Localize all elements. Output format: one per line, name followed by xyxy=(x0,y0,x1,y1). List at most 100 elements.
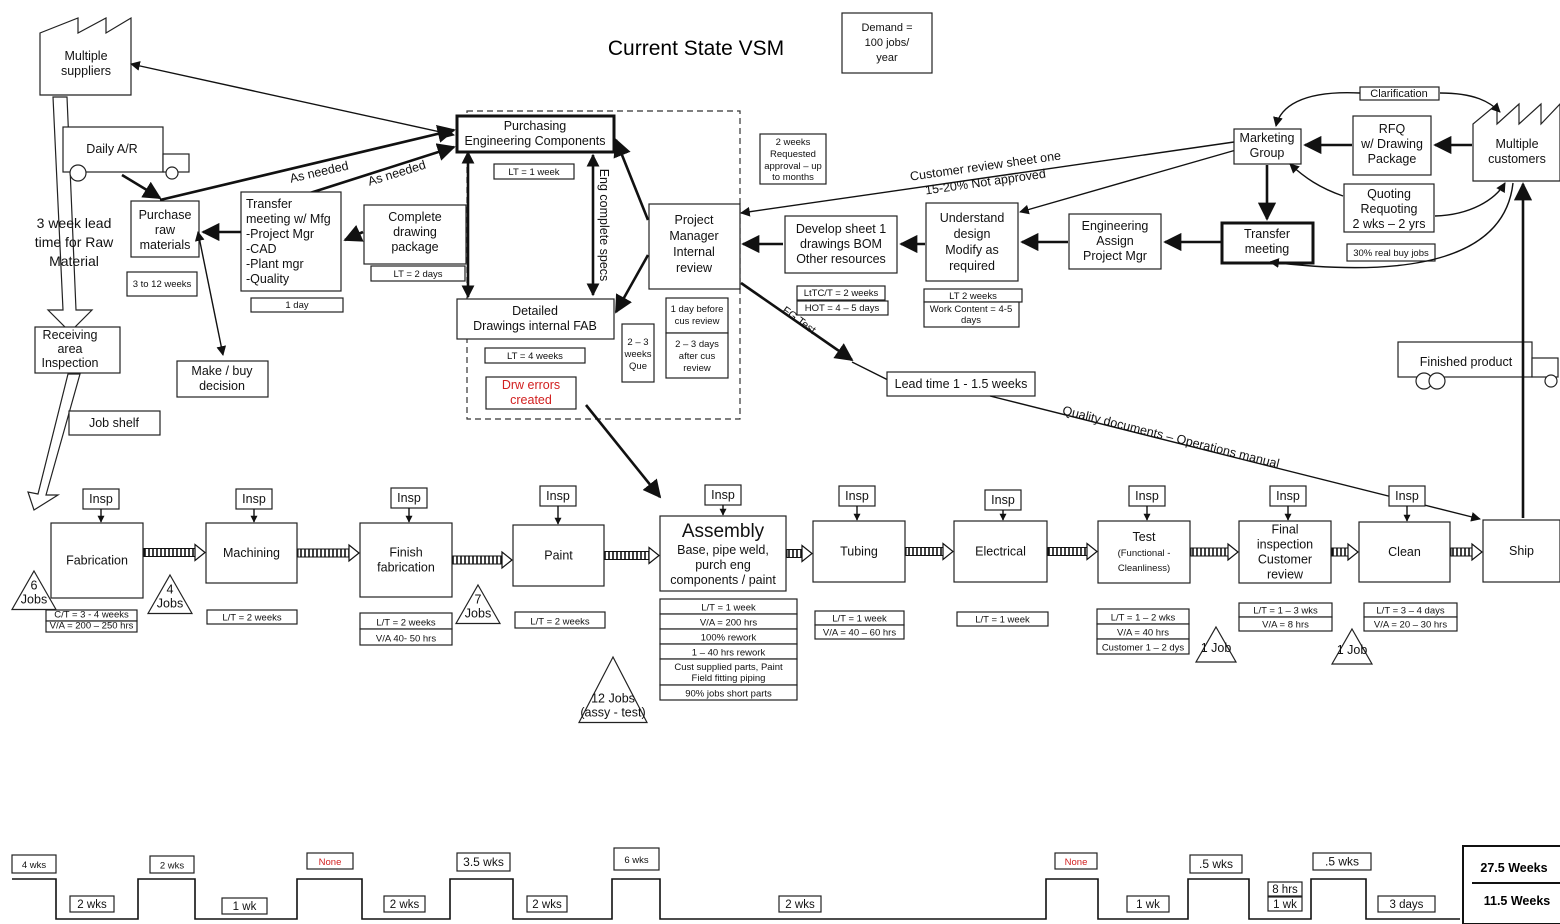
data-box-text: after cus xyxy=(679,351,716,362)
timeline-lower-label: 1 wk xyxy=(221,897,268,915)
customer-label: customers xyxy=(1488,152,1546,166)
timeline-label-box xyxy=(1377,895,1436,913)
timeline-label-text: 2 wks xyxy=(785,899,815,911)
timeline-label-text: 2 wks xyxy=(532,899,562,911)
timeline-upper-label: None xyxy=(1054,852,1098,870)
box-text: Purchasing xyxy=(504,119,567,133)
timeline-upper-label: 3.5 wks xyxy=(456,852,511,872)
push-arrow-body xyxy=(297,548,350,558)
box-text: Clarification xyxy=(1370,88,1427,100)
timeline-label-text: 2 wks xyxy=(77,899,107,911)
box-text: Inspection xyxy=(42,356,99,370)
timeline-label-text: None xyxy=(1065,857,1088,868)
purchasing-box: Purchasing Engineering Components LT = 1… xyxy=(455,114,616,180)
insp-label: Insp xyxy=(845,489,869,503)
data-box-text: 100% rework xyxy=(701,633,757,644)
process-box xyxy=(812,520,906,583)
timeline-label-text: .5 wks xyxy=(1325,855,1359,869)
supplier-label: Multiple xyxy=(64,49,107,63)
demand-line: Demand = xyxy=(861,22,912,34)
box-text: decision xyxy=(199,379,245,393)
data-box-text: V/A 40- 50 hrs xyxy=(376,634,436,645)
box-text: Develop sheet 1 xyxy=(796,222,886,236)
box-text: Requoting xyxy=(1361,202,1418,216)
timeline-label-box xyxy=(1267,881,1303,897)
push-arrow xyxy=(786,544,813,563)
data-box-text: LT = 1 week xyxy=(508,167,559,178)
process-name: Clean xyxy=(1388,545,1421,559)
data-box-text: 3 to 12 weeks xyxy=(133,279,192,290)
que-box: 2 – 3 weeks Que xyxy=(621,323,655,383)
eng-assign-box: Engineering Assign Project Mgr xyxy=(1068,213,1162,270)
push-arrow xyxy=(297,543,360,563)
data-box xyxy=(659,684,798,701)
timeline-upper-label: 4 wks xyxy=(11,854,57,874)
triangle-shape xyxy=(1194,625,1238,663)
timeline-lower-label: 1 wk xyxy=(1126,895,1170,913)
data-box-text: HOT = 4 – 5 days xyxy=(805,303,880,314)
push-arrow-head xyxy=(348,543,360,563)
timeline-label-box xyxy=(1126,895,1170,913)
push-arrow xyxy=(905,542,954,561)
pm-to-purchasing-arrow xyxy=(613,138,650,221)
data-box-text: to months xyxy=(772,172,814,183)
push-arrow-head xyxy=(942,542,954,561)
clarification-arrow-left xyxy=(1273,91,1361,127)
box-text: raw xyxy=(155,223,176,237)
data-box-text: L/T = 2 weeks xyxy=(222,613,281,624)
data-box-text: days xyxy=(961,315,981,326)
timeline-label-box xyxy=(778,895,822,913)
marketing-to-understand-arrow xyxy=(1019,149,1237,215)
process-box xyxy=(50,522,144,599)
process-box xyxy=(1358,521,1451,583)
box-text: area xyxy=(57,342,82,356)
timeline-label-text: 2 wks xyxy=(390,899,420,911)
inventory-label: 6 xyxy=(31,579,38,593)
push-arrow xyxy=(1331,542,1359,562)
make-buy-box: Make / buy decision xyxy=(176,360,269,398)
process-name: Base, pipe weld, xyxy=(677,543,769,557)
box-text: 2 wks – 2 yrs xyxy=(1353,217,1426,231)
box-text: Transfer xyxy=(246,197,292,211)
error-text: Drw errors xyxy=(502,378,560,392)
data-box xyxy=(514,611,606,629)
supplier-label: suppliers xyxy=(61,64,111,78)
process-name: Cleanliness) xyxy=(1118,563,1170,574)
process-box xyxy=(953,520,1048,583)
push-arrow xyxy=(1190,542,1239,562)
customer-label: Multiple xyxy=(1495,137,1538,151)
timeline-label-text: 4 wks xyxy=(22,860,47,871)
timeline-summary: 27.5 Weeks 11.5 Weeks xyxy=(1462,845,1560,924)
truck-to-purchase-arrow xyxy=(121,173,162,200)
data-box-text: V/A = 40 hrs xyxy=(1117,628,1169,639)
purchase-makebuy-link xyxy=(194,231,227,356)
box-text: meeting w/ Mfg xyxy=(246,212,331,226)
data-box-text: 1 – 40 hrs rework xyxy=(692,648,766,659)
data-box xyxy=(956,611,1049,627)
insp-label: Insp xyxy=(242,492,266,506)
as-needed-arrow-1 xyxy=(159,124,456,202)
inventory-label: 1 Job xyxy=(1201,641,1232,655)
push-arrow-head xyxy=(1347,542,1359,562)
box-text: Internal xyxy=(673,245,715,259)
box-text: Other resources xyxy=(796,252,886,266)
timeline-lower-label: 2 wks xyxy=(526,895,568,913)
box-text: meeting xyxy=(1245,242,1290,256)
data-box-text: 1 day before xyxy=(671,304,724,315)
data-box-text: L/T = 2 weeks xyxy=(530,617,589,628)
box-text: Marketing xyxy=(1240,131,1295,145)
insp-label: Insp xyxy=(1395,489,1419,503)
job-shelf-box: Job shelf xyxy=(68,410,161,436)
drawing-to-transfer-arrow xyxy=(343,225,364,242)
timeline-label-text: 1 wk xyxy=(233,901,257,913)
process-box xyxy=(1097,520,1191,584)
box-text: Drawings internal FAB xyxy=(473,319,597,333)
push-arrow-head xyxy=(501,550,513,570)
push-arrow-body xyxy=(452,555,503,565)
